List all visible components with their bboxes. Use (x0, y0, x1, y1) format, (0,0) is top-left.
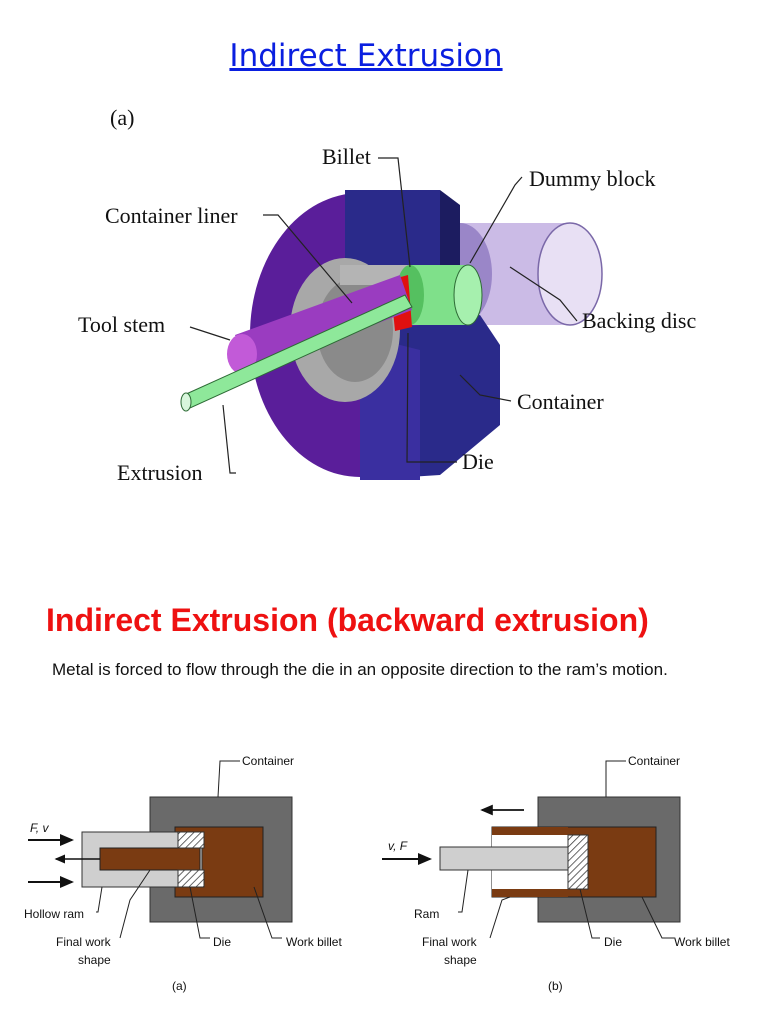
label-backing-disc: Backing disc (582, 308, 696, 333)
b-label-ram: Ram (414, 907, 439, 921)
section-heading: Indirect Extrusion (backward extrusion) (46, 602, 649, 638)
a-label-die: Die (213, 935, 231, 949)
b-caption: (b) (548, 979, 563, 993)
page-title: Indirect Extrusion (229, 38, 503, 74)
description-text: Metal is forced to flow through the die … (52, 658, 727, 682)
label-billet: Billet (322, 144, 371, 169)
b-label-force: v, F (388, 839, 408, 853)
billet (396, 264, 483, 326)
a-label-final-shape-1: Final work (56, 935, 112, 949)
label-die: Die (462, 449, 494, 474)
schematic-a: Container F, v Hollow ram Final work sha… (24, 754, 342, 993)
b-label-die: Die (604, 935, 622, 949)
indirect-extrusion-cutaway-diagram: (a) (78, 105, 696, 485)
leader-lines (189, 157, 578, 474)
label-container-liner: Container liner (105, 203, 238, 228)
b-label-container: Container (628, 754, 680, 768)
description-content: Metal is forced to flow through the die … (52, 660, 668, 679)
tool-stem (227, 275, 412, 374)
b-label-final-shape-2: shape (444, 953, 477, 967)
a-label-container: Container (242, 754, 294, 768)
label-container: Container (517, 389, 604, 414)
label-tool-stem: Tool stem (78, 312, 165, 337)
a-caption: (a) (172, 979, 187, 993)
a-label-hollow-ram: Hollow ram (24, 907, 84, 921)
panel-label: (a) (110, 105, 134, 130)
a-label-final-shape-2: shape (78, 953, 111, 967)
b-label-final-shape-1: Final work (422, 935, 478, 949)
a-label-force: F, v (30, 821, 49, 835)
backward-extrusion-schematics: Container F, v Hollow ram Final work sha… (24, 754, 730, 993)
a-label-work-billet: Work billet (286, 935, 342, 949)
b-label-work-billet: Work billet (674, 935, 730, 949)
label-dummy-block: Dummy block (529, 166, 656, 191)
extrusion-rod (180, 294, 413, 412)
schematic-b: Container v, F Ram Final work shape Die … (382, 754, 730, 993)
label-extrusion: Extrusion (117, 460, 203, 485)
